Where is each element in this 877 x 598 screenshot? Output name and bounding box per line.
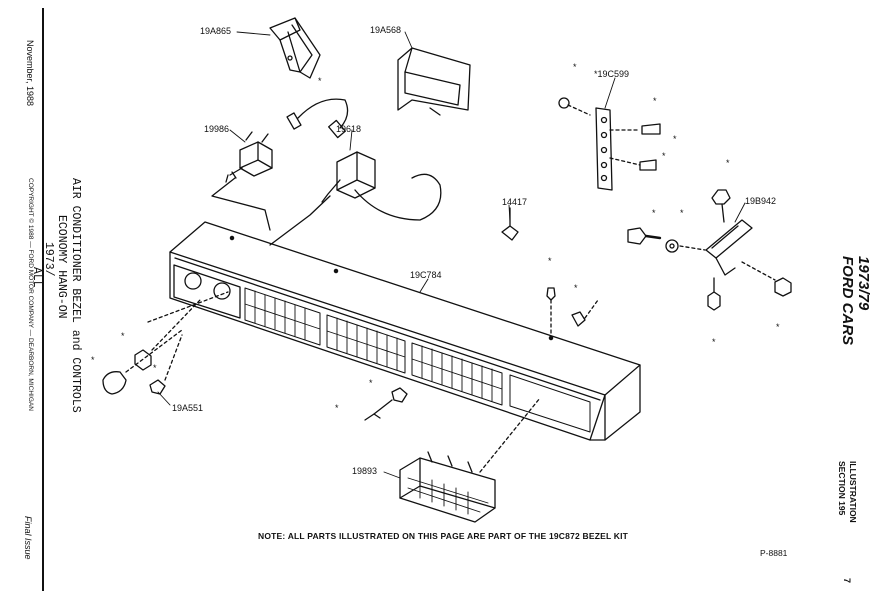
vent-19893 (399, 397, 541, 523)
asterisk-marker: * (712, 337, 716, 347)
bracket-19a865 (269, 17, 321, 79)
asterisk-marker: * (776, 322, 780, 332)
strip-19c599 (558, 97, 661, 191)
asterisk-marker: * (653, 96, 657, 106)
fasteners-center (364, 287, 599, 421)
asterisk-marker: * (91, 355, 95, 365)
part-label-19a551: 19A551 (172, 403, 204, 413)
part-label-19a865: 19A865 (200, 26, 232, 36)
asterisk-marker: * (573, 62, 577, 72)
housing-19a568 (397, 47, 471, 116)
asterisk-marker: * (369, 378, 373, 388)
plate-number: P-8881 (760, 548, 788, 558)
asterisk-marker: * (652, 208, 656, 218)
asterisk-marker: * (574, 283, 578, 293)
asterisk-marker: * (318, 76, 322, 86)
asterisk-marker: * (153, 363, 157, 373)
asterisk-marker: * (548, 256, 552, 266)
part-label-19618: 19618 (336, 124, 362, 134)
asterisk-marker: * (673, 134, 677, 144)
part-label-19893: 19893 (352, 466, 378, 476)
part-label-14417: 14417 (502, 197, 528, 207)
louvers (244, 290, 503, 402)
asterisk-marker: * (662, 151, 666, 161)
part-label-19986: 19986 (204, 124, 230, 134)
part-label-19c599: *19C599 (594, 69, 630, 79)
leader-lines (157, 31, 746, 479)
asterisk-marker: * (335, 403, 339, 413)
asterisk-marker: * (726, 158, 730, 168)
asterisk-marker: * (680, 208, 684, 218)
part-label-19c784: 19C784 (410, 270, 442, 280)
bezel-kit-note: NOTE: ALL PARTS ILLUSTRATED ON THIS PAGE… (258, 531, 629, 541)
asterisk-marker: * (121, 331, 125, 341)
bezel-19c784 (169, 221, 641, 441)
part-label-19a568: 19A568 (370, 25, 402, 35)
bracket-19b942 (627, 189, 792, 311)
margin-rule (42, 8, 44, 591)
knob-and-nut-19a551 (102, 291, 229, 395)
switch-19986 (211, 131, 273, 231)
wire-harness (286, 98, 349, 139)
switch-19618 (269, 151, 442, 246)
clip-14417 (501, 207, 519, 241)
part-label-19b942: 19B942 (745, 196, 777, 206)
